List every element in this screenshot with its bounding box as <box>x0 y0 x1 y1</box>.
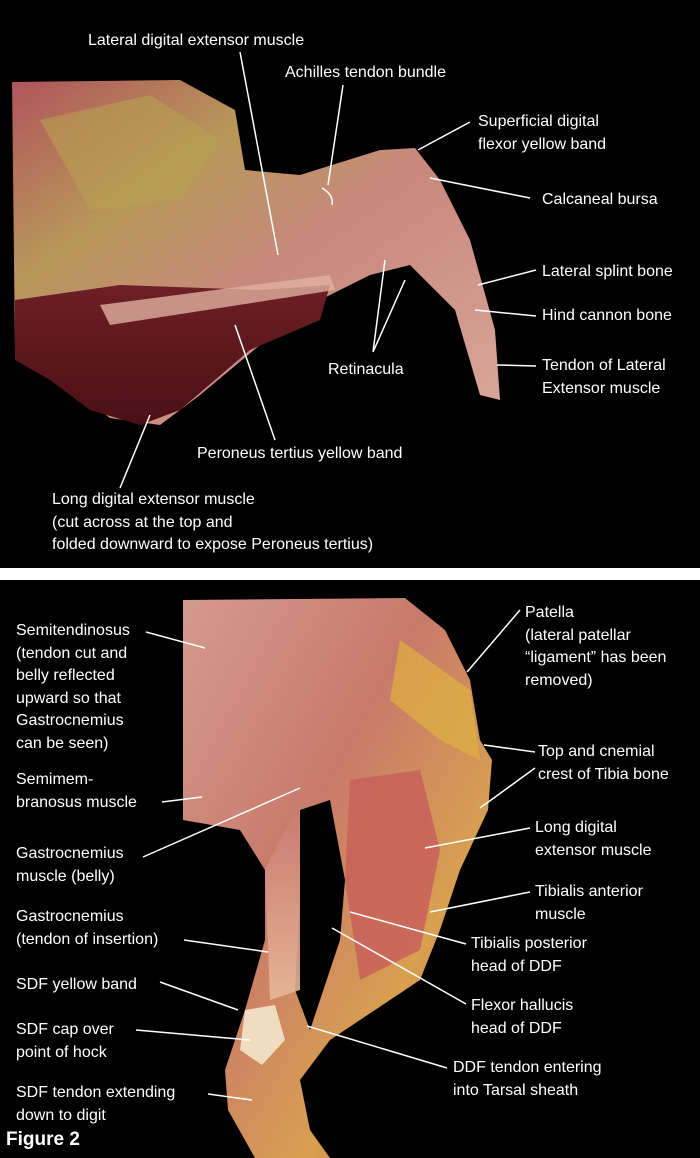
label-line: head of DDF <box>471 957 562 975</box>
label-tibialis-posterior: Tibialis posterior head of DDF <box>471 933 587 978</box>
label-line: belly reflected <box>16 667 115 684</box>
label-line: Retinacula <box>328 361 404 378</box>
label-line: flexor yellow band <box>478 135 607 153</box>
label-long-digital-extensor-2: Long digital extensor muscle <box>535 817 652 862</box>
label-line: point of hock <box>16 1043 107 1061</box>
figure-label: Figure 2 <box>6 1129 80 1150</box>
label-peroneus-tertius: Peroneus tertius yellow band <box>197 443 402 466</box>
label-line: Lateral splint bone <box>542 263 673 280</box>
label-line: upward so that <box>16 689 121 707</box>
label-line: Tendon of Lateral <box>542 357 666 374</box>
label-patella: Patella (lateral patellar “ligament” has b… <box>525 602 666 692</box>
label-lateral-splint-bone: Lateral splint bone <box>542 261 673 284</box>
label-line: SDF tendon extending <box>16 1084 176 1101</box>
label-line: Superficial digital <box>478 113 599 130</box>
label-line: down to digit <box>16 1106 106 1124</box>
label-line: removed) <box>525 671 593 689</box>
label-line: “ligament” has been <box>525 649 667 666</box>
label-gastrocnemius-tendon: Gastrocnemius (tendon of insertion) <box>16 906 158 951</box>
label-line: muscle (belly) <box>16 867 115 885</box>
label-line: Flexor hallucis <box>471 997 574 1014</box>
bottom-specimen <box>183 598 492 1158</box>
label-line: Semitendinosus <box>16 622 130 639</box>
label-gastrocnemius-belly: Gastrocnemius muscle (belly) <box>16 843 124 888</box>
label-semimembranosus: Semimem-branosus muscle <box>16 769 137 814</box>
label-line: DDF tendon entering <box>453 1059 602 1076</box>
label-line: (tendon cut and <box>16 644 128 662</box>
label-superficial-digital-flexor: Superficial digital flexor yellow band <box>478 111 606 156</box>
label-line: Semimem- <box>16 771 94 788</box>
panel-divider <box>0 568 700 580</box>
label-sdf-cap: SDF cap over point of hock <box>16 1019 114 1064</box>
label-line: Achilles tendon bundle <box>285 64 447 81</box>
label-line: Gastrocnemius <box>16 845 124 862</box>
label-line: Lateral digital extensor muscle <box>88 32 305 49</box>
pointer-lines <box>119 51 537 1101</box>
label-line: extensor muscle <box>535 841 652 859</box>
label-line: Tibialis posterior <box>471 935 587 952</box>
label-hind-cannon-bone: Hind cannon bone <box>542 305 672 328</box>
label-semitendinosus: Semitendinosus (tendon cut and belly refle… <box>16 620 130 755</box>
label-line: into Tarsal sheath <box>453 1081 579 1099</box>
label-line: head of DDF <box>471 1019 562 1037</box>
label-line: Extensor muscle <box>542 379 661 397</box>
label-line: muscle <box>535 905 586 923</box>
label-achilles-tendon-bundle: Achilles tendon bundle <box>285 62 446 85</box>
label-line: Gastrocnemius <box>16 908 124 925</box>
label-ddf-tendon: DDF tendon entering into Tarsal sheath <box>453 1057 602 1102</box>
label-line: branosus muscle <box>16 793 137 811</box>
label-line: Long digital extensor muscle <box>52 491 255 508</box>
label-line: folded downward to expose Peroneus terti… <box>52 536 374 553</box>
label-line: Long digital <box>535 819 617 836</box>
label-line: Gastrocnemius <box>16 712 124 729</box>
label-tibia-crest: Top and cnemial crest of Tibia bone <box>538 741 669 786</box>
label-line: Peroneus tertius yellow band <box>197 445 403 462</box>
label-line: Calcaneal bursa <box>542 191 658 208</box>
label-sdf-yellow-band: SDF yellow band <box>16 974 137 997</box>
label-long-digital-extensor: Long digital extensor muscle (cut across … <box>52 489 373 557</box>
label-line: crest of Tibia bone <box>538 765 669 783</box>
label-line: Hind cannon bone <box>542 307 672 324</box>
label-sdf-tendon: SDF tendon extending down to digit <box>16 1082 175 1127</box>
label-line: Tibialis anterior <box>535 883 643 900</box>
label-line: can be seen) <box>16 734 109 752</box>
label-line: SDF yellow band <box>16 976 137 993</box>
label-line: (lateral patellar <box>525 626 631 644</box>
top-specimen <box>12 80 500 425</box>
label-line: Patella <box>525 604 574 621</box>
label-line: SDF cap over <box>16 1021 114 1038</box>
label-calcaneal-bursa: Calcaneal bursa <box>542 189 658 212</box>
label-line: Top and cnemial <box>538 743 655 760</box>
label-lateral-digital-extensor: Lateral digital extensor muscle <box>88 30 304 53</box>
label-line: (tendon of insertion) <box>16 930 159 948</box>
label-flexor-hallucis: Flexor hallucis head of DDF <box>471 995 573 1040</box>
label-line: (cut across at the top and <box>52 513 233 531</box>
label-retinacula: Retinacula <box>328 359 404 382</box>
label-tibialis-anterior: Tibialis anterior muscle <box>535 881 643 926</box>
